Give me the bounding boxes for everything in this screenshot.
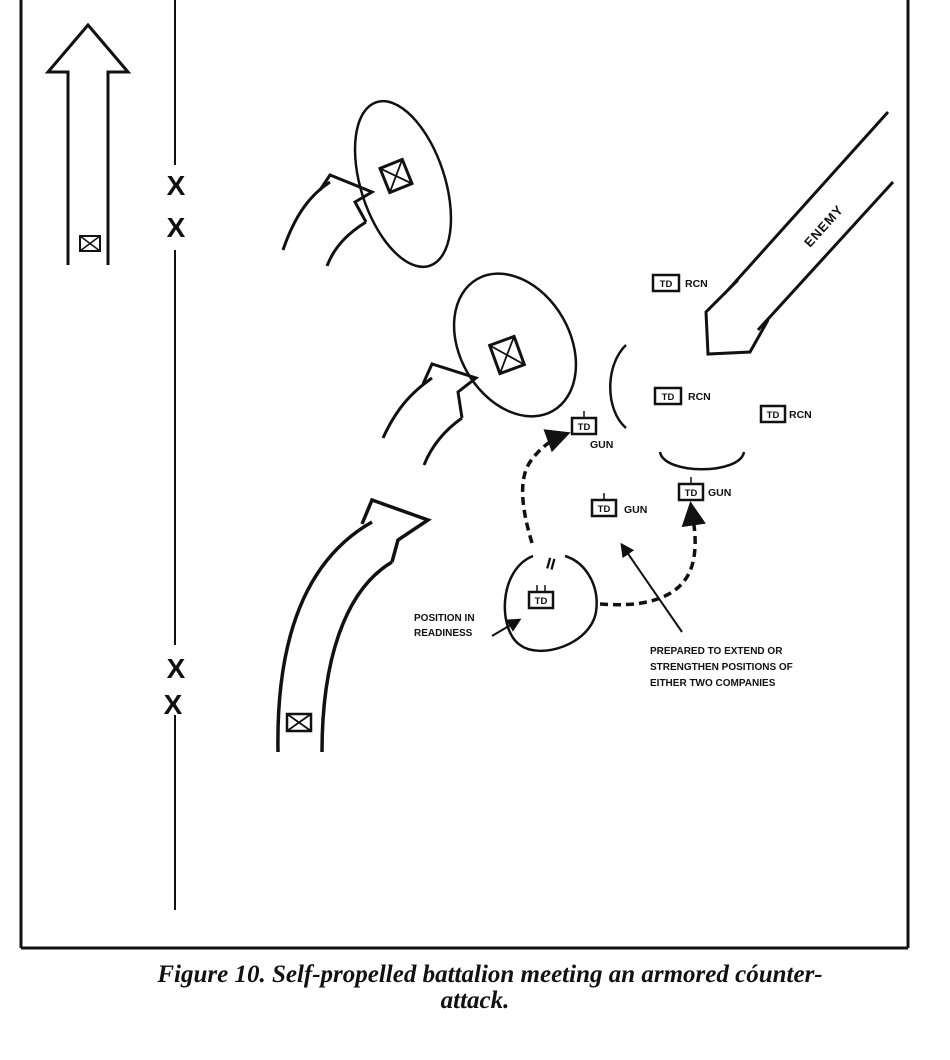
td-symbol-text: TD — [578, 422, 591, 433]
td-role-text: RCN — [789, 409, 812, 421]
advance-arrow-left — [44, 22, 132, 265]
annotation-prepared-to-extend: PREPARED TO EXTEND OR STRENGTHEN POSITIO… — [650, 646, 793, 689]
td-role-text: GUN — [708, 487, 731, 499]
svg-text:EITHER TWO COMPANIES: EITHER TWO COMPANIES — [650, 678, 776, 689]
td-unit-rcn: TD RCN — [651, 273, 708, 293]
td-role-text: RCN — [688, 391, 711, 403]
annotation-position-in-readiness: POSITION IN READINESS — [414, 613, 475, 639]
tactical-diagram: X X X X — [19, 0, 910, 950]
caption-line-1: Figure 10. Self-propelled battalion meet… — [157, 961, 823, 988]
svg-text:READINESS: READINESS — [414, 628, 473, 639]
armored-unit-upper — [353, 99, 453, 269]
diagram-frame — [19, 0, 910, 950]
boundary-x-markers: X X X X — [164, 170, 186, 720]
td-symbol-text: TD — [660, 279, 673, 290]
annotation-pointers — [491, 542, 683, 637]
td-unit-rcn: TD RCN — [653, 386, 711, 406]
td-unit-gun: TD GUN — [590, 493, 647, 518]
boundary-x-marker: X — [167, 170, 186, 201]
td-unit-rcn: TD RCN — [759, 404, 812, 424]
td-role-text: GUN — [624, 504, 647, 516]
td-role-text: GUN — [590, 439, 613, 451]
td-symbol-text: TD — [767, 410, 780, 421]
reserve-position: II TD — [503, 554, 598, 653]
svg-text:POSITION IN: POSITION IN — [414, 613, 475, 624]
td-symbol-text: TD — [598, 504, 611, 515]
company-position-arcs — [609, 344, 746, 471]
attack-arrows-upper — [281, 173, 376, 267]
td-symbol-text: TD — [662, 392, 675, 403]
boundary-x-marker: X — [167, 653, 186, 684]
attack-arrow-lower — [276, 497, 432, 753]
boundary-x-marker: X — [167, 212, 186, 243]
caption-line-2: attack. — [440, 987, 510, 1014]
armored-unit-middle — [452, 272, 578, 418]
enemy-label: ENEMY — [801, 202, 846, 250]
enemy-arrow — [704, 110, 895, 356]
movement-routes — [520, 429, 706, 607]
td-unit-gun: TD GUN — [677, 477, 731, 502]
boundary-x-marker: X — [164, 689, 183, 720]
svg-text:PREPARED TO EXTEND OR: PREPARED TO EXTEND OR — [650, 646, 783, 657]
td-role-text: RCN — [685, 278, 708, 290]
figure-caption: Figure 10. Self-propelled battalion meet… — [0, 962, 950, 1014]
td-unit-gun: TD GUN — [570, 411, 613, 451]
svg-text:STRENGTHEN POSITIONS OF: STRENGTHEN POSITIONS OF — [650, 662, 793, 673]
attack-arrows-middle — [381, 362, 480, 466]
reserve-marker: II — [544, 555, 557, 574]
td-symbol-text: TD — [535, 596, 548, 607]
td-symbol-text: TD — [685, 488, 698, 499]
